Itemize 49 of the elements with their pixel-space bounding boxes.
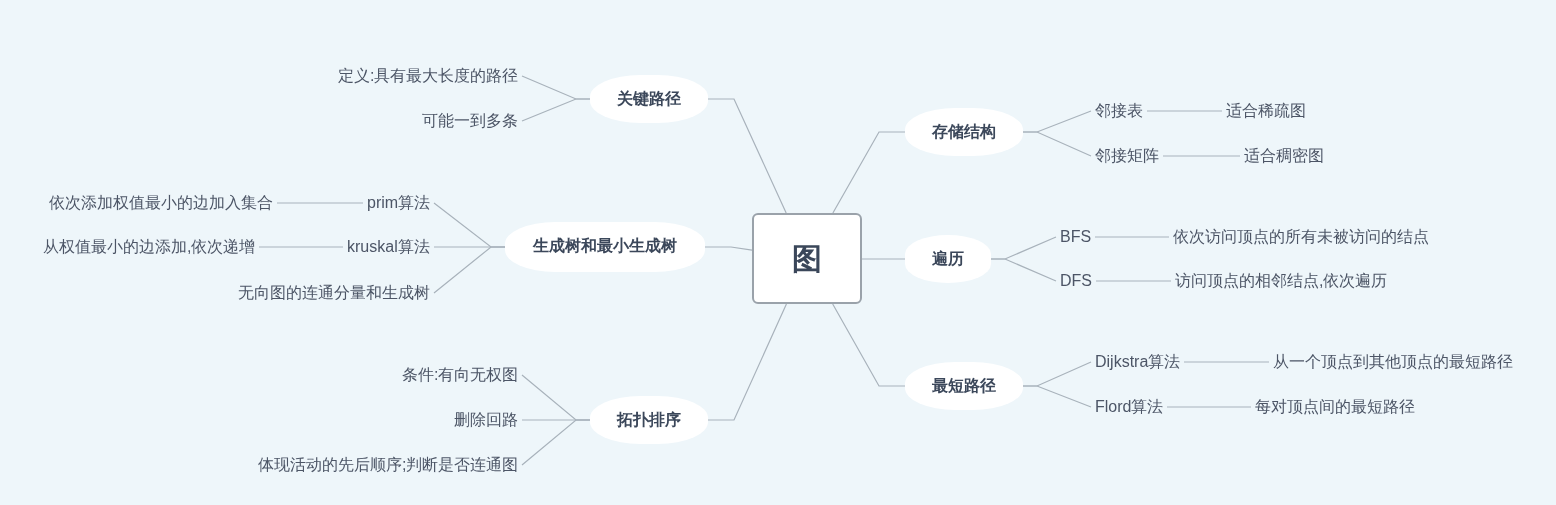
connector-line — [1162, 155, 1241, 157]
connector-line — [861, 258, 906, 260]
branch-topic-box: 最短路径 — [905, 362, 1023, 410]
topic-label: 每对顶点间的最短路径 — [1251, 395, 1419, 419]
connector-line — [990, 258, 1057, 282]
topic-label: 邻接表 — [1091, 99, 1147, 123]
branch-topic-box: 遍历 — [905, 235, 991, 283]
topic-label: kruskal算法 — [343, 235, 434, 259]
connector-line — [1094, 236, 1170, 238]
topic-label: 可能一到多条 — [418, 109, 522, 133]
topic-label: 从一个顶点到其他顶点的最短路径 — [1269, 350, 1517, 374]
branch-topic-box: 存储结构 — [905, 108, 1023, 156]
topic-label: 依次访问顶点的所有未被访问的结点 — [1169, 225, 1433, 249]
topic-label: 条件:有向无权图 — [398, 363, 523, 387]
connector-line — [832, 131, 906, 214]
topic-label: DFS — [1056, 269, 1096, 293]
connector-line — [704, 246, 753, 251]
topic-label: 适合稠密图 — [1240, 144, 1328, 168]
connector-line — [1183, 361, 1270, 363]
connector-line — [1166, 406, 1252, 408]
topic-label: 邻接矩阵 — [1091, 144, 1163, 168]
topic-label: 定义:具有最大长度的路径 — [334, 64, 523, 88]
connector-line — [521, 419, 591, 466]
topic-label: 无向图的连通分量和生成树 — [234, 281, 434, 305]
connector-line — [832, 303, 906, 387]
topic-label: 删除回路 — [450, 408, 522, 432]
topic-label: 适合稀疏图 — [1222, 99, 1310, 123]
connector-line — [1146, 110, 1223, 112]
connector-line — [1022, 131, 1092, 157]
topic-label: BFS — [1056, 225, 1096, 249]
connector-line — [276, 202, 364, 204]
topic-label: 访问顶点的相邻结点,依次遍历 — [1171, 269, 1392, 293]
connector-line — [707, 98, 787, 214]
topic-label: 体现活动的先后顺序;判断是否连通图 — [254, 453, 523, 477]
branch-topic-box: 拓扑排序 — [590, 396, 708, 444]
topic-label: 依次添加权值最小的边加入集合 — [45, 191, 277, 215]
topic-label: Dijkstra算法 — [1091, 350, 1185, 374]
central-topic-box: 图 — [752, 213, 862, 304]
connector-line — [521, 98, 591, 122]
connector-line — [1022, 385, 1092, 408]
topic-label: Flord算法 — [1091, 395, 1168, 419]
branch-topic-box: 生成树和最小生成树 — [505, 222, 705, 272]
connector-line — [433, 246, 506, 294]
topic-label: prim算法 — [363, 191, 435, 215]
connector-line — [707, 303, 788, 421]
topic-label: 从权值最小的边添加,依次递增 — [39, 235, 260, 259]
connector-line — [258, 246, 344, 248]
connector-line — [1095, 280, 1172, 282]
branch-topic-box: 关键路径 — [590, 75, 708, 123]
